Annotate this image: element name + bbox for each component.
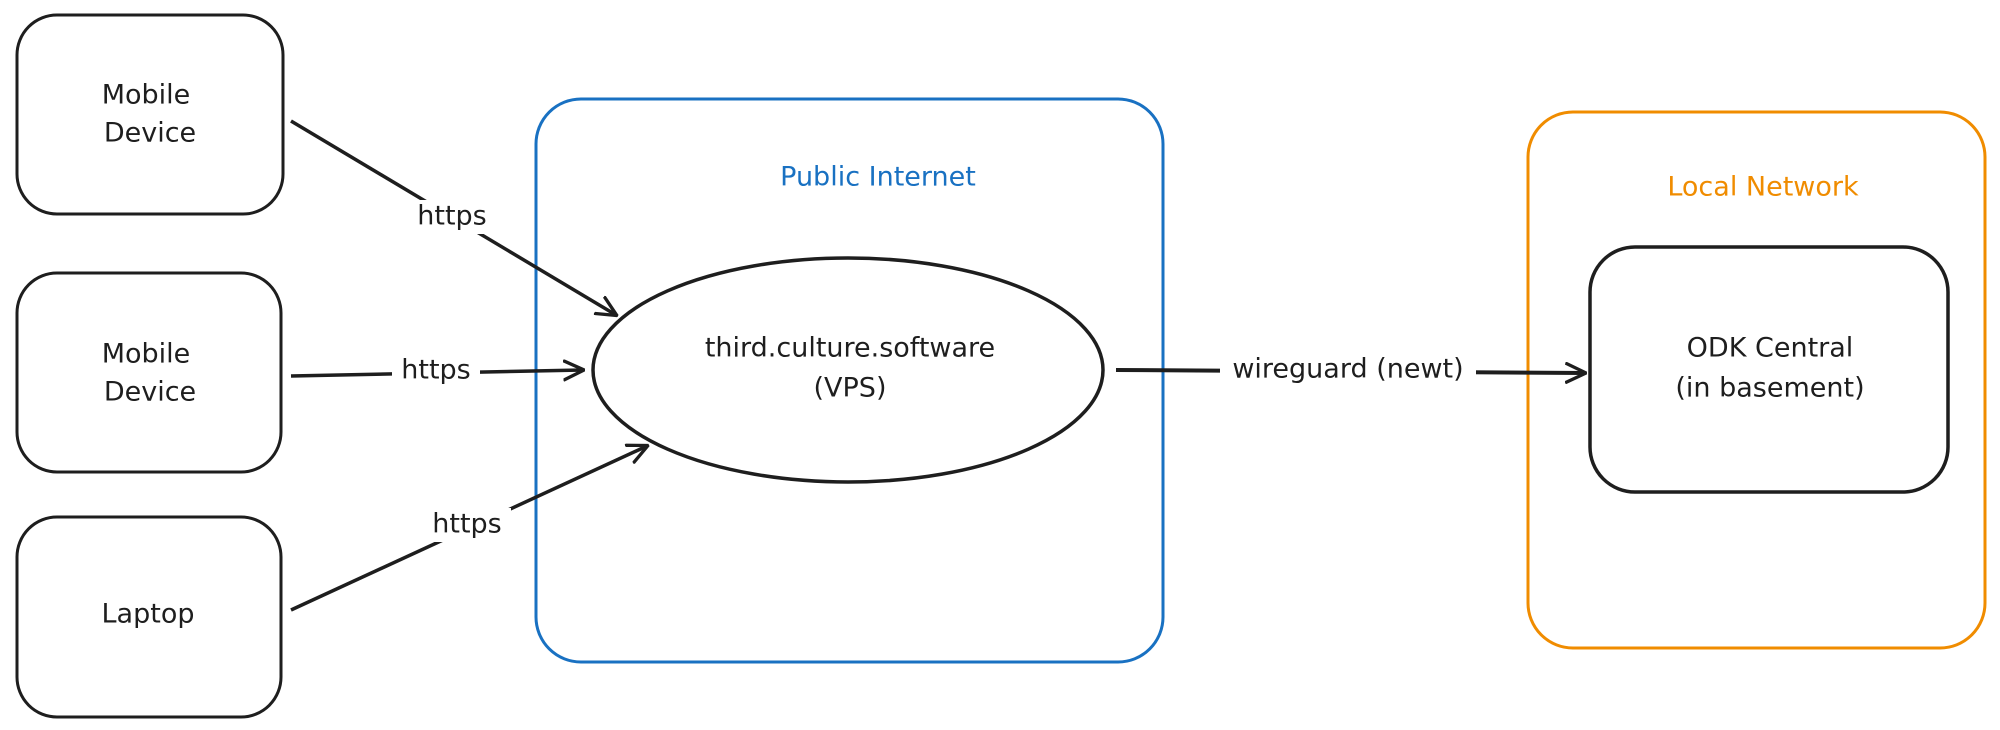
svg-text:(VPS): (VPS) <box>814 373 887 404</box>
edge-https-1: https <box>290 119 616 315</box>
svg-text:Mobile: Mobile <box>102 80 191 111</box>
edge-https-2: https <box>290 354 583 388</box>
edge-wireguard: wireguard (newt) <box>1115 353 1585 387</box>
svg-text:ODK Central: ODK Central <box>1687 333 1854 364</box>
svg-text:https: https <box>401 355 471 386</box>
public-internet-title: Public Internet <box>780 162 976 193</box>
svg-text:wireguard (newt): wireguard (newt) <box>1232 354 1463 385</box>
vps-node: third.culture.software (VPS) <box>591 256 1105 484</box>
svg-text:(in basement): (in basement) <box>1675 373 1864 404</box>
svg-text:https: https <box>417 201 487 232</box>
client-mobile-device-2: Mobile Device <box>15 271 283 474</box>
svg-text:Laptop: Laptop <box>102 599 195 630</box>
client-laptop: Laptop <box>15 515 283 719</box>
edge-https-3: https <box>290 446 647 612</box>
svg-text:third.culture.software: third.culture.software <box>705 333 995 364</box>
local-network-container <box>1526 110 1987 650</box>
public-internet-container <box>534 97 1165 664</box>
client-mobile-device-1: Mobile Device <box>15 13 285 216</box>
svg-text:Device: Device <box>104 118 196 149</box>
odk-central-node: ODK Central (in basement) <box>1588 245 1950 494</box>
svg-text:Mobile: Mobile <box>102 339 191 370</box>
local-network-title: Local Network <box>1667 172 1859 203</box>
svg-text:Device: Device <box>104 377 196 408</box>
svg-text:https: https <box>432 509 502 540</box>
